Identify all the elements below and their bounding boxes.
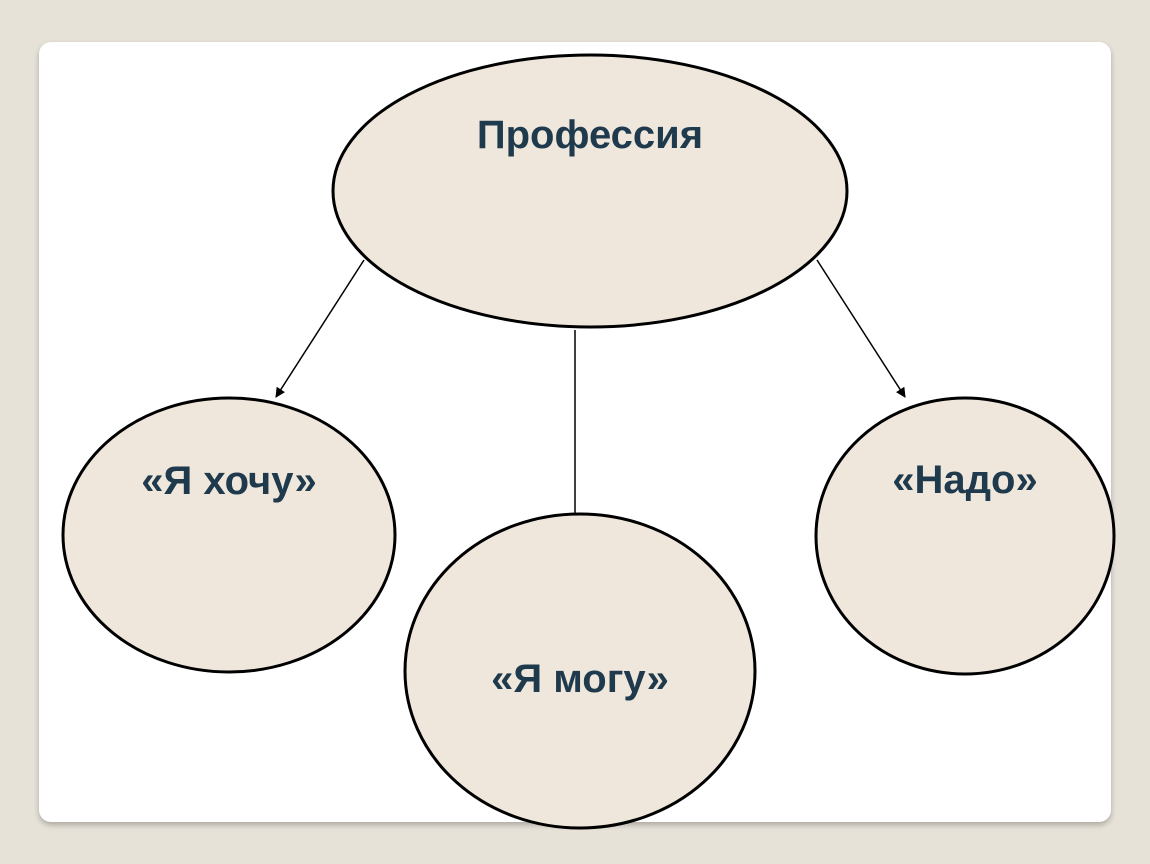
node-want: «Я хочу» [61,396,397,674]
node-must-label: «Надо» [892,458,1037,502]
node-must-shape [814,396,1116,676]
arrow-root-to-must [816,259,906,398]
node-can-shape [403,512,757,830]
node-want-label: «Я хочу» [141,459,317,503]
node-want-shape [61,396,397,674]
node-root-label: Профессия [477,113,703,157]
node-must: «Надо» [814,396,1116,676]
node-can: «Я могу» [403,512,757,830]
node-can-label: «Я могу» [491,657,669,701]
arrow-root-to-want [275,259,365,398]
node-root: Профессия [331,53,849,329]
node-root-shape [331,53,849,329]
